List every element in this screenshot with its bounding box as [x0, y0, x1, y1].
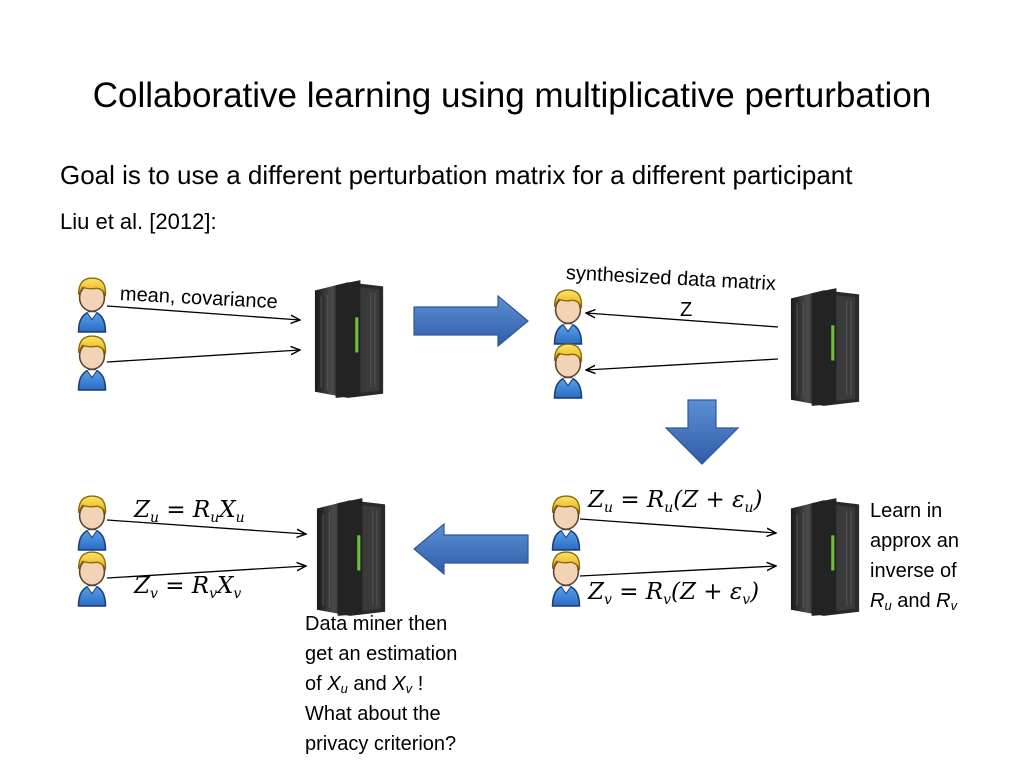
equation-zv: Zv = RvXv: [134, 572, 241, 608]
data-miner-note: Data miner then get an estimation of Xu …: [305, 609, 457, 759]
eq-subscript: v: [150, 586, 158, 602]
eq-token: Z: [134, 497, 150, 523]
equation-zu: Zu = RuXu: [134, 496, 245, 532]
eq-subscript: u: [236, 510, 245, 526]
note-line: of Xu and Xv !: [305, 669, 457, 699]
user-icon-p1-top: [74, 276, 110, 334]
note-line: privacy criterion?: [305, 729, 457, 759]
var-x: X: [392, 673, 405, 695]
eq-subscript: u: [604, 500, 613, 516]
note-line: Data miner then: [305, 609, 457, 639]
note-line: approx an: [870, 526, 959, 556]
server-icon-p4: [308, 494, 392, 618]
user-icon-p1-bottom: [74, 334, 110, 392]
user-icon-p2-top: [550, 288, 586, 346]
eq-subscript: v: [604, 592, 612, 608]
p3-arrow-bottom: [580, 566, 776, 576]
eq-token: Z: [588, 487, 604, 513]
var-subscript: v: [951, 598, 958, 613]
var-r: R: [870, 590, 884, 612]
p1-arrow-bottom: [107, 350, 300, 362]
note-text: of: [305, 673, 327, 695]
eq-subscript: u: [744, 500, 753, 516]
block-arrow-right: [412, 294, 530, 348]
user-icon-p3-top: [548, 494, 584, 552]
eq-token: ): [754, 487, 763, 513]
user-icon-p3-bottom: [548, 550, 584, 608]
note-text: !: [412, 673, 423, 695]
equation-zv-noise: Zv = Rv(Z + εv): [588, 578, 759, 614]
var-x: X: [327, 673, 340, 695]
eq-token: = R: [159, 497, 210, 523]
eq-subscript: v: [209, 586, 217, 602]
eq-token: (Z + ε: [671, 579, 742, 605]
var-subscript: u: [341, 681, 348, 696]
eq-subscript: v: [663, 592, 671, 608]
eq-token: = R: [613, 487, 664, 513]
eq-token: X: [217, 573, 233, 599]
eq-token: (Z + ε: [673, 487, 744, 513]
server-icon-p2: [782, 284, 866, 408]
server-icon-p1: [306, 276, 390, 400]
matrix-z-label: Z: [680, 298, 692, 322]
note-line: Ru and Rv: [870, 586, 959, 616]
eq-subscript: v: [233, 586, 241, 602]
eq-token: Z: [588, 579, 604, 605]
eq-subscript: v: [742, 592, 750, 608]
eq-token: Z: [134, 573, 150, 599]
eq-subscript: u: [150, 510, 159, 526]
note-line: get an estimation: [305, 639, 457, 669]
equation-zu-noise: Zu = Ru(Z + εu): [588, 486, 762, 522]
user-icon-p4-top: [74, 494, 110, 552]
server-icon-p3: [782, 494, 866, 618]
learn-inverse-note: Learn in approx an inverse of Ru and Rv: [870, 496, 959, 616]
note-and: and: [348, 673, 392, 695]
note-line: What about the: [305, 699, 457, 729]
var-subscript: u: [884, 598, 891, 613]
block-arrow-down: [664, 398, 740, 466]
eq-token: = R: [612, 579, 663, 605]
eq-token: X: [219, 497, 235, 523]
user-icon-p4-bottom: [74, 550, 110, 608]
p2-arrow-bottom: [586, 359, 778, 370]
block-arrow-left: [412, 522, 530, 576]
var-r: R: [936, 590, 950, 612]
note-line: inverse of: [870, 556, 959, 586]
user-icon-p2-bottom: [550, 342, 586, 400]
note-line: Learn in: [870, 496, 959, 526]
eq-token: ): [750, 579, 759, 605]
eq-token: = R: [158, 573, 209, 599]
note-and: and: [892, 590, 936, 612]
eq-subscript: u: [210, 510, 219, 526]
eq-subscript: u: [664, 500, 673, 516]
